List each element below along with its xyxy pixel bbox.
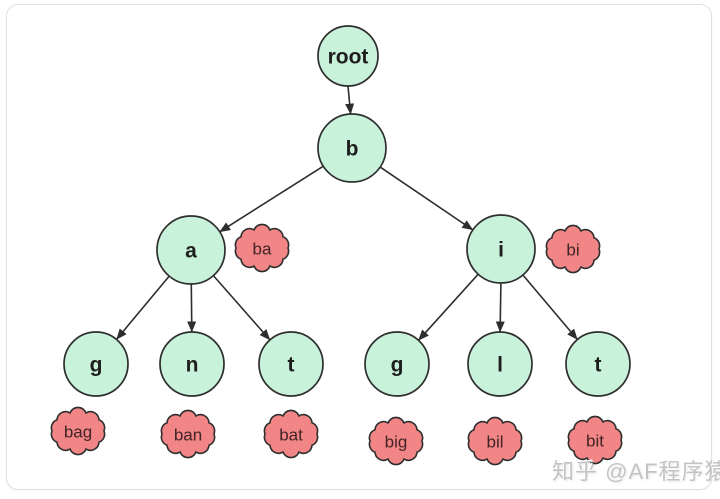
node-g-right: g bbox=[364, 331, 430, 397]
node-g-right-circle bbox=[364, 331, 430, 397]
edge-b-a bbox=[219, 165, 324, 233]
cloud-bit: bit bbox=[567, 415, 623, 465]
node-n: n bbox=[159, 331, 225, 397]
edge-i-t bbox=[522, 274, 579, 341]
node-g-left-label: g bbox=[90, 354, 103, 377]
node-i-label: i bbox=[498, 239, 504, 262]
cloud-bag-label: bag bbox=[64, 423, 92, 442]
node-l: l bbox=[467, 331, 533, 397]
cloud-bag: bag bbox=[50, 406, 106, 456]
cloud-big-label: big bbox=[385, 433, 408, 452]
edge-a-t bbox=[212, 275, 271, 341]
cloud-ban: ban bbox=[160, 409, 216, 459]
cloud-ban-label: ban bbox=[174, 426, 202, 445]
node-l-circle bbox=[467, 331, 533, 397]
node-b-circle bbox=[317, 113, 387, 183]
node-b-label: b bbox=[346, 138, 359, 161]
node-n-circle bbox=[159, 331, 225, 397]
cloud-bil: bil bbox=[467, 416, 523, 466]
cloud-bi: bi bbox=[545, 224, 601, 274]
nodes: root b a i g n bbox=[63, 25, 631, 397]
node-root: root bbox=[317, 25, 379, 87]
cloud-bi-label: bi bbox=[566, 241, 579, 260]
edge-b-i bbox=[379, 166, 474, 231]
cloud-annotations: ba bi bag ban bat big bbox=[50, 223, 623, 466]
edge-a-g bbox=[115, 275, 170, 340]
node-i-circle bbox=[466, 214, 536, 284]
cloud-ba-label: ba bbox=[253, 240, 272, 259]
node-l-label: l bbox=[497, 354, 503, 377]
node-root-circle bbox=[317, 25, 379, 87]
cloud-bat: bat bbox=[263, 409, 319, 459]
cloud-ba: ba bbox=[234, 223, 290, 273]
cloud-bil-label: bil bbox=[486, 433, 503, 452]
edge-i-g bbox=[417, 273, 479, 341]
node-n-label: n bbox=[186, 354, 199, 377]
node-t-right-label: t bbox=[595, 354, 602, 377]
edges bbox=[115, 85, 579, 341]
node-i: i bbox=[466, 214, 536, 284]
node-a-label: a bbox=[185, 240, 197, 263]
node-t-right-circle bbox=[565, 331, 631, 397]
node-t-right: t bbox=[565, 331, 631, 397]
node-t-left-circle bbox=[258, 331, 324, 397]
node-t-left-label: t bbox=[288, 354, 295, 377]
edge-i-l bbox=[495, 282, 505, 333]
edge-root-b bbox=[345, 85, 355, 115]
node-root-label: root bbox=[328, 46, 369, 69]
node-g-left: g bbox=[63, 331, 129, 397]
node-g-left-circle bbox=[63, 331, 129, 397]
node-a-circle bbox=[156, 215, 226, 285]
cloud-bat-label: bat bbox=[279, 426, 303, 445]
node-t-left: t bbox=[258, 331, 324, 397]
node-b: b bbox=[317, 113, 387, 183]
edge-a-n bbox=[187, 283, 197, 333]
node-g-right-label: g bbox=[391, 354, 404, 377]
node-a: a bbox=[156, 215, 226, 285]
cloud-big: big bbox=[368, 416, 424, 466]
watermark: 知乎 @AF程序猿 bbox=[552, 459, 720, 484]
cloud-bit-label: bit bbox=[586, 432, 604, 451]
